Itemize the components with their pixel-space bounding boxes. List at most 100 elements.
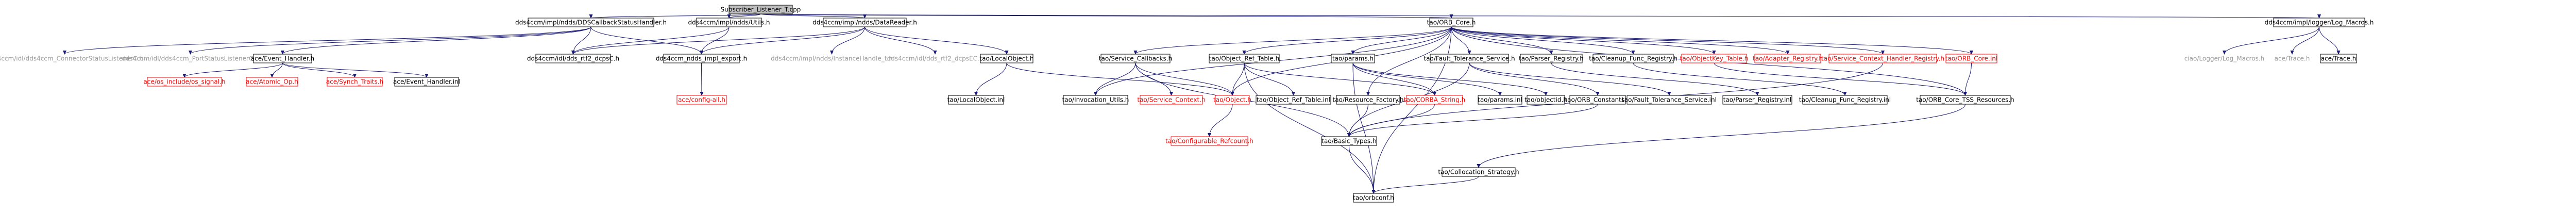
node-orbconf[interactable]: tao/orbconf.h xyxy=(1353,193,1394,203)
node-obj-ref-table-inl[interactable]: tao/Object_Ref_Table.inl xyxy=(1256,95,1331,105)
edge-dcps-cb-to-conn-stat xyxy=(65,26,591,54)
node-synch-traits[interactable]: ace/Synch_Traits.h xyxy=(326,77,383,87)
node-orb-core-inl[interactable]: tao/ORB_Core.inl xyxy=(1945,54,1997,63)
node-object-h[interactable]: tao/Object.h xyxy=(1213,95,1251,105)
node-label: tao/LocalObject.h xyxy=(979,55,1033,62)
edge-corba-string-to-basic-types xyxy=(1349,104,1435,137)
edge-obj-ref-table-to-obj-ref-table-inl xyxy=(1244,62,1294,95)
edge-orb-constants-to-basic-types xyxy=(1349,104,1598,137)
edge-datareader-to-local-object xyxy=(865,26,1007,54)
node-box xyxy=(1171,136,1248,146)
node-label: tao/Parser_Registry.h xyxy=(1519,55,1584,62)
node-corba-string[interactable]: tao/CORBA_String.h xyxy=(1404,95,1465,105)
edge-log-macros-to-ace-trace xyxy=(2319,26,2339,54)
node-event-handler-inl[interactable]: ace/Event_Handler.inl xyxy=(393,77,460,87)
node-box xyxy=(528,18,654,27)
node-invocation-utils[interactable]: tao/Invocation_Utils.h xyxy=(1062,95,1129,105)
node-ciao-logger[interactable]: ciao/Logger/Log_Macros.h xyxy=(2184,55,2265,62)
node-box xyxy=(1920,95,2011,105)
node-label: tao/params.h xyxy=(1332,55,1374,62)
node-label: ace/os_include/os_signal.h xyxy=(144,78,226,86)
node-datareader[interactable]: dds4ccm/impl/ndds/DataReader.h xyxy=(812,18,917,27)
node-dds-rtf2[interactable]: dds4ccm/idl/dds_rtf2_dcpsC.h xyxy=(527,54,619,63)
node-cleanup-reg-inl[interactable]: tao/Cleanup_Func_Registry.inl xyxy=(1799,95,1891,105)
node-label: tao/Service_Callbacks.h xyxy=(1099,55,1172,62)
edge-basic-types-to-orbconf xyxy=(1349,145,1374,193)
node-label: tao/Object_Ref_Table.h xyxy=(1209,55,1279,62)
node-label: tao/Object_Ref_Table.inl xyxy=(1257,96,1330,104)
node-label: tao/Collocation_Strategy.h xyxy=(1438,169,1519,176)
edge-parser-reg-to-parser-reg-inl xyxy=(1551,62,1757,95)
node-orb-core[interactable]: tao/ORB_Core.h xyxy=(1427,18,1476,27)
node-conn-stat[interactable]: dds4ccm/idl/dds4ccm_ConnectorStatusListe… xyxy=(0,55,143,62)
node-label: dds4ccm/idl/dds_rtf2_dcpsEC.h xyxy=(887,55,984,62)
edge-datareader-to-ndds-impl-export xyxy=(702,26,865,54)
node-orb-constants[interactable]: tao/ORB_Constants.h xyxy=(1565,95,1631,105)
node-parser-reg-inl[interactable]: tao/Parser_Registry.inl xyxy=(1722,95,1792,105)
node-orb-core-tss[interactable]: tao/ORB_Core_TSS_Resources.h xyxy=(1916,95,2014,105)
node-label: tao/Configurable_Refcount.h xyxy=(1165,138,1253,145)
node-label: ace/config-all.h xyxy=(678,96,725,104)
node-log-macros[interactable]: dds4ccm/impl/logger/Log_Macros.h xyxy=(2265,18,2374,27)
node-box xyxy=(1592,54,1674,63)
node-collocation-strategy[interactable]: tao/Collocation_Strategy.h xyxy=(1438,167,1519,177)
node-box xyxy=(1754,54,1821,63)
node-objectid[interactable]: tao/objectid.h xyxy=(1524,95,1567,105)
node-label: dds4ccm/impl/ndds/InstanceHandle_t.h xyxy=(771,55,893,62)
node-obj-ref-table[interactable]: tao/Object_Ref_Table.h xyxy=(1209,54,1280,63)
node-ace-trace[interactable]: ace/Trace.h xyxy=(2320,54,2357,63)
edge-object-h-to-configurable-refcount xyxy=(1210,104,1233,137)
node-label: tao/Basic_Types.h xyxy=(1321,138,1376,145)
node-atomic-op[interactable]: ace/Atomic_Op.h xyxy=(246,77,298,87)
node-configurable-refcount[interactable]: tao/Configurable_Refcount.h xyxy=(1165,136,1253,146)
node-label: tao/ObjectKey_Table.h xyxy=(1680,55,1749,62)
node-event-handler[interactable]: ace/Event_Handler.h xyxy=(251,54,314,63)
node-cleanup-reg[interactable]: tao/Cleanup_Func_Registry.h xyxy=(1589,54,1677,63)
node-ace-trace-plain[interactable]: ace/Trace.h xyxy=(2275,55,2310,62)
node-port-stat[interactable]: dds4ccm/idl/dds4ccm_PortStatusListenerC.… xyxy=(122,55,259,62)
node-dcps-cb[interactable]: dds4ccm/impl/ndds/DDSCallbackStatusHandl… xyxy=(515,18,667,27)
node-box xyxy=(823,18,907,27)
node-parser-reg[interactable]: tao/Parser_Registry.h xyxy=(1519,54,1584,63)
dependency-nodes: Subscriber_Listener_T.cpp dds4ccm/impl/nd… xyxy=(0,5,2374,203)
node-label: tao/Adapter_Registry.h xyxy=(1753,55,1823,62)
edge-datareader-to-dds-rtf2-ec xyxy=(865,26,936,54)
node-os-signal[interactable]: ace/os_include/os_signal.h xyxy=(144,77,226,87)
node-svc-ctx-handler[interactable]: tao/Service_Context_Handler_Registry.h xyxy=(1821,54,1944,63)
edge-collocation-strategy-to-orbconf xyxy=(1374,176,1479,193)
node-root[interactable]: Subscriber_Listener_T.cpp xyxy=(721,5,801,14)
node-params-inl[interactable]: tao/params.inl xyxy=(1478,95,1522,105)
node-box xyxy=(1256,95,1331,105)
node-label: ciao/Logger/Log_Macros.h xyxy=(2184,55,2265,62)
node-service-context[interactable]: tao/Service_Context.h xyxy=(1137,95,1206,105)
node-ndds-impl-export[interactable]: dds4ccm_ndds_impl_export.h xyxy=(656,54,747,63)
node-label: tao/Fault_Tolerance_Service.h xyxy=(1423,55,1515,62)
node-resource-factory[interactable]: tao/Resource_Factory.h xyxy=(1332,95,1404,105)
node-ft-service-inl[interactable]: tao/Fault_Tolerance_Service.inl xyxy=(1622,95,1717,105)
node-box xyxy=(676,95,727,105)
node-config-h[interactable]: ace/config-all.h xyxy=(676,95,727,105)
edge-params-to-corba-string xyxy=(1352,62,1435,95)
node-label: Subscriber_Listener_T.cpp xyxy=(721,6,801,13)
edge-dcps-cb-to-ndds-impl-export xyxy=(590,26,702,54)
node-dds-rtf2-ec[interactable]: dds4ccm/idl/dds_rtf2_dcpsEC.h xyxy=(887,55,984,62)
node-adapter-reg[interactable]: tao/Adapter_Registry.h xyxy=(1753,54,1823,63)
node-box xyxy=(1353,193,1394,203)
node-label: dds4ccm/idl/dds4ccm_ConnectorStatusListe… xyxy=(0,55,143,62)
node-box xyxy=(1209,54,1280,63)
node-local-object[interactable]: tao/LocalObject.h xyxy=(979,54,1034,63)
edge-event-handler-to-atomic-op xyxy=(272,62,283,77)
node-instance-handle[interactable]: dds4ccm/impl/ndds/InstanceHandle_t.h xyxy=(771,55,893,62)
node-utils[interactable]: dds4ccm/impl/ndds/Utils.h xyxy=(688,18,770,27)
node-local-object-inl[interactable]: tao/LocalObject.inl xyxy=(947,95,1005,105)
node-box xyxy=(1442,167,1516,177)
edge-resource-factory-to-basic-types xyxy=(1349,104,1368,137)
edge-obj-ref-table-to-object-h xyxy=(1232,62,1245,95)
node-label: dds4ccm_ndds_impl_export.h xyxy=(656,55,747,62)
node-svc-callbacks[interactable]: tao/Service_Callbacks.h xyxy=(1099,54,1172,63)
node-objkey-table[interactable]: tao/ObjectKey_Table.h xyxy=(1680,54,1749,63)
node-params[interactable]: tao/params.h xyxy=(1331,54,1375,63)
node-basic-types[interactable]: tao/Basic_Types.h xyxy=(1321,136,1377,146)
node-ft-service[interactable]: tao/Fault_Tolerance_Service.h xyxy=(1423,54,1515,63)
node-label: tao/Service_Context.h xyxy=(1137,96,1205,104)
